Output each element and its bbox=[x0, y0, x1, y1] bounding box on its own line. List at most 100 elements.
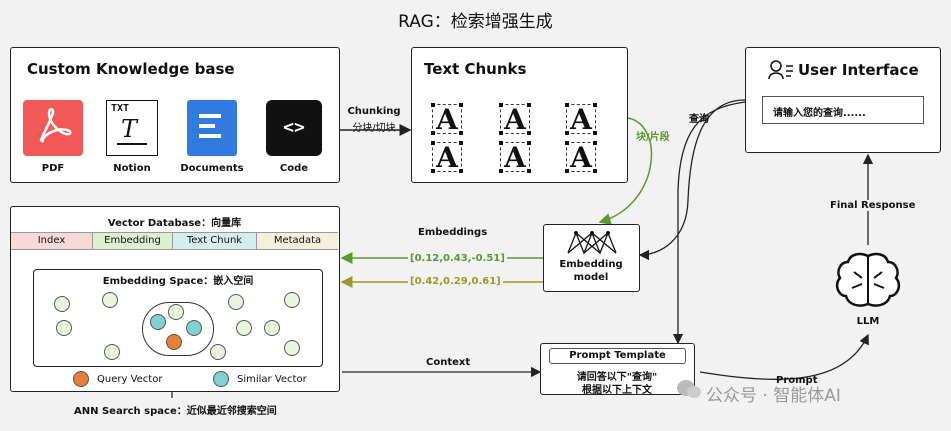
chunk-corner-marker bbox=[593, 141, 597, 145]
column-text-chunk: Text Chunk bbox=[173, 233, 257, 249]
chunk-corner-marker bbox=[499, 141, 503, 145]
watermark-icon bbox=[676, 378, 702, 400]
documents-icon bbox=[187, 100, 237, 156]
code-icon: <> bbox=[266, 100, 322, 156]
vector-dot bbox=[168, 304, 184, 320]
similar-vector-dot bbox=[186, 320, 202, 336]
ann-label: ANN Search space：近似最近邻搜索空间 bbox=[74, 406, 277, 417]
vector-dot bbox=[210, 344, 226, 360]
chunk-corner-marker bbox=[459, 141, 463, 145]
chunk-corner-marker bbox=[593, 103, 597, 107]
final-response-label: Final Response bbox=[830, 200, 916, 211]
chunk-glyph: A bbox=[431, 141, 463, 173]
vector-dot bbox=[54, 296, 70, 312]
chunk-glyph: A bbox=[565, 103, 597, 135]
user-interface-box: User Interface 请输入您的查询...... bbox=[745, 47, 941, 153]
chunk-corner-marker bbox=[527, 141, 531, 145]
embeddings-label: Embeddings bbox=[418, 227, 488, 238]
user-interface-title: User Interface bbox=[798, 61, 919, 79]
query-input[interactable]: 请输入您的查询...... bbox=[762, 96, 924, 124]
query-input-placeholder: 请输入您的查询...... bbox=[773, 108, 866, 119]
embedding-model-label: Embedding bbox=[559, 259, 623, 270]
user-icon bbox=[768, 60, 793, 80]
chunk-glyph: A bbox=[565, 141, 597, 173]
vector-database-box: Vector Database：向量库 Index Embedding Text… bbox=[10, 206, 340, 392]
chunk-corner-marker bbox=[431, 169, 435, 173]
chunk-corner-marker bbox=[565, 169, 569, 173]
embedding-vector-1: [0.12,0.43,-0.51] bbox=[408, 253, 507, 264]
text-chunks-box: Text Chunks A A A A A A bbox=[411, 47, 628, 183]
notion-icon: TXT T bbox=[106, 100, 158, 156]
embedding-vector-2: [0.42,0.29,0.61] bbox=[408, 276, 503, 287]
query-vector-dot bbox=[166, 334, 182, 350]
chunk-corner-marker bbox=[527, 131, 531, 135]
chunk-arrow-label: 块/片段 bbox=[636, 132, 670, 143]
similar-vector-dot bbox=[150, 314, 166, 330]
vector-dot bbox=[236, 320, 252, 336]
column-embedding: Embedding bbox=[93, 233, 173, 249]
documents-label: Documents bbox=[180, 163, 244, 174]
chunk-glyph: A bbox=[499, 141, 531, 173]
chunk-corner-marker bbox=[565, 103, 569, 107]
chunk-corner-marker bbox=[593, 169, 597, 173]
prompt-arrow bbox=[699, 333, 869, 380]
legend-query-icon bbox=[73, 371, 89, 387]
vector-dot bbox=[284, 292, 300, 308]
chunk-corner-marker bbox=[593, 131, 597, 135]
prompt-label: Prompt bbox=[776, 375, 818, 386]
chunk-corner-marker bbox=[565, 131, 569, 135]
chunk-corner-marker bbox=[431, 103, 435, 107]
vector-dot bbox=[284, 340, 300, 356]
column-metadata: Metadata bbox=[257, 233, 338, 249]
chunking-label: Chunking bbox=[347, 106, 401, 117]
chunk-corner-marker bbox=[527, 169, 531, 173]
watermark: 公众号 · 智能体AI bbox=[706, 386, 841, 406]
chunk-glyph: A bbox=[431, 103, 463, 135]
vector-dot bbox=[102, 292, 118, 308]
page-title: RAG：检索增强生成 bbox=[398, 12, 553, 32]
vector-table-header: Index Embedding Text Chunk Metadata bbox=[11, 232, 338, 250]
chunk-corner-marker bbox=[459, 131, 463, 135]
pdf-icon bbox=[23, 100, 83, 156]
chunking-label-cn: 分块/切块 bbox=[352, 123, 396, 134]
chunk-corner-marker bbox=[565, 141, 569, 145]
chunk-corner-marker bbox=[499, 169, 503, 173]
pdf-label: PDF bbox=[41, 163, 65, 174]
brain-icon bbox=[834, 250, 902, 312]
vector-dot bbox=[264, 320, 280, 336]
vector-database-title: Vector Database：向量库 bbox=[107, 218, 242, 229]
chunk-corner-marker bbox=[499, 131, 503, 135]
prompt-template-line1: 请回答以下"查询" bbox=[576, 372, 658, 383]
prompt-template-box: Prompt Template 请回答以下"查询" 根据以下上下文 bbox=[540, 343, 695, 396]
knowledge-base-title: Custom Knowledge base bbox=[27, 60, 235, 78]
legend-similar-icon bbox=[213, 371, 229, 387]
query-to-prompt-arrow bbox=[672, 101, 746, 345]
prompt-template-line2: 根据以下上下文 bbox=[582, 385, 652, 396]
column-index: Index bbox=[11, 233, 93, 249]
chunk-corner-marker bbox=[527, 103, 531, 107]
embedding-model-box: Embedding model bbox=[543, 224, 640, 292]
knowledge-base-box: Custom Knowledge base PDF TXT T Notion D… bbox=[10, 47, 340, 183]
embedding-space-title: Embedding Space：嵌入空间 bbox=[102, 276, 254, 287]
legend-similar-label: Similar Vector bbox=[237, 374, 307, 385]
chunk-corner-marker bbox=[459, 169, 463, 173]
vector-dot bbox=[56, 320, 72, 336]
chunk-corner-marker bbox=[499, 103, 503, 107]
llm-label: LLM bbox=[856, 316, 880, 327]
embedding-space: Embedding Space：嵌入空间 bbox=[33, 269, 323, 367]
chunk-to-embed-arrow bbox=[598, 117, 653, 225]
chunk-glyph: A bbox=[499, 103, 531, 135]
legend-query-label: Query Vector bbox=[97, 374, 163, 385]
code-label: Code bbox=[279, 163, 309, 174]
notion-label: Notion bbox=[113, 163, 151, 174]
embedding-model-label-2: model bbox=[573, 272, 609, 283]
network-icon bbox=[566, 231, 618, 255]
chunk-corner-marker bbox=[459, 103, 463, 107]
context-label: Context bbox=[426, 357, 471, 368]
vector-dot bbox=[104, 344, 120, 360]
vector-dot bbox=[228, 294, 244, 310]
query-arrow-label: 查询 bbox=[689, 114, 709, 125]
text-chunks-title: Text Chunks bbox=[424, 60, 527, 78]
prompt-template-title: Prompt Template bbox=[549, 348, 686, 364]
chunk-corner-marker bbox=[431, 141, 435, 145]
